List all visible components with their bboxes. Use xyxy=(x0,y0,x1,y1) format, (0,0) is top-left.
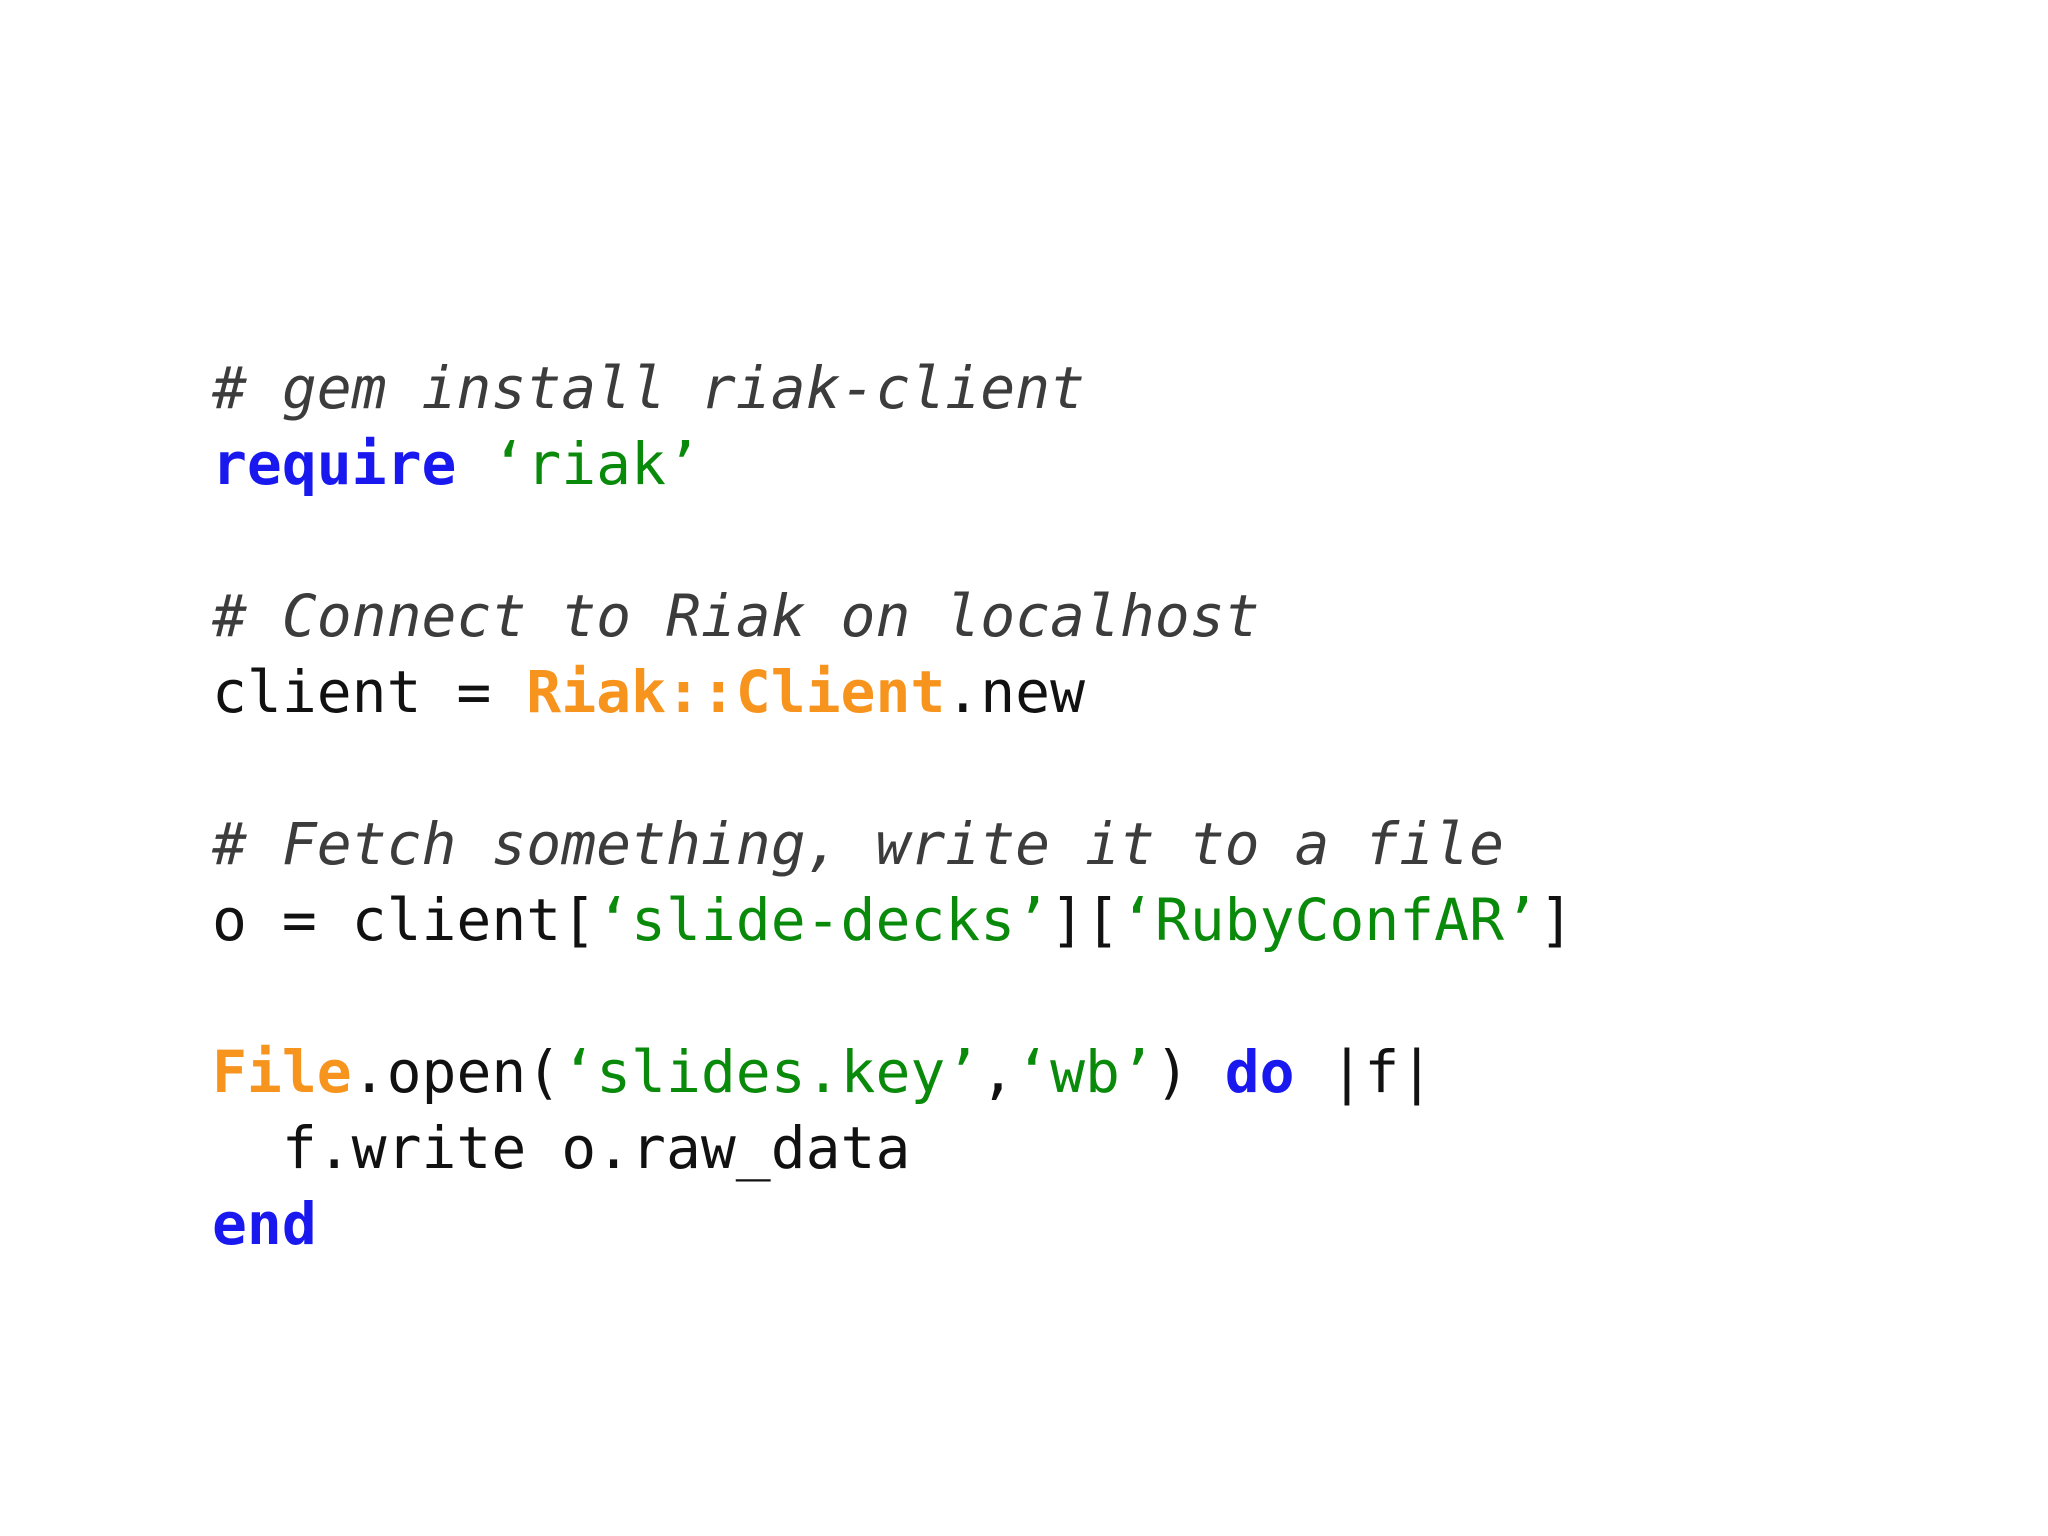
code-token-plain: ] xyxy=(1538,886,1574,954)
code-line: f.write o.raw_data xyxy=(212,1110,1912,1186)
code-token-plain: , xyxy=(980,1038,1016,1106)
code-token-comment: # Fetch something, write it to a file xyxy=(212,810,1505,878)
code-line: # Fetch something, write it to a file xyxy=(212,806,1912,882)
code-line: end xyxy=(212,1186,1912,1262)
code-token-comment: # Connect to Riak on localhost xyxy=(212,582,1260,650)
code-token-keyword: do xyxy=(1224,1038,1295,1106)
code-line: o = client[‘slide-decks’][‘RubyConfAR’] xyxy=(212,882,1912,958)
code-token-plain: .new xyxy=(945,658,1085,726)
code-token-plain: .open( xyxy=(351,1038,562,1106)
code-token-string: ‘wb’ xyxy=(1015,1038,1155,1106)
code-token-plain xyxy=(456,430,491,498)
code-line: require ‘riak’ xyxy=(212,426,1912,502)
code-token-string: ‘riak’ xyxy=(491,430,701,498)
code-line: # gem install riak-client xyxy=(212,350,1912,426)
code-token-keyword: end xyxy=(212,1190,317,1258)
code-token-plain: o = client[ xyxy=(212,886,597,954)
code-token-plain: ][ xyxy=(1050,886,1120,954)
code-token-string: ‘slides.key’ xyxy=(561,1038,981,1106)
code-line: client = Riak::Client.new xyxy=(212,654,1912,730)
code-token-constant: Riak::Client xyxy=(526,658,946,726)
code-blank-line xyxy=(212,730,1912,806)
code-blank-line xyxy=(212,502,1912,578)
code-token-plain: |f| xyxy=(1294,1038,1435,1106)
code-token-string: ‘slide-decks’ xyxy=(596,886,1051,954)
code-line: # Connect to Riak on localhost xyxy=(212,578,1912,654)
code-token-plain: client = xyxy=(212,658,527,726)
code-line: File.open(‘slides.key’,‘wb’) do |f| xyxy=(212,1034,1912,1110)
code-token-plain: f.write o.raw_data xyxy=(212,1114,911,1182)
code-token-comment: # gem install riak-client xyxy=(212,354,1085,422)
code-token-keyword: require xyxy=(212,430,457,498)
code-blank-line xyxy=(212,958,1912,1034)
code-token-string: ‘RubyConfAR’ xyxy=(1119,886,1539,954)
code-token-constant: File xyxy=(212,1038,352,1106)
code-token-plain: ) xyxy=(1154,1038,1225,1106)
